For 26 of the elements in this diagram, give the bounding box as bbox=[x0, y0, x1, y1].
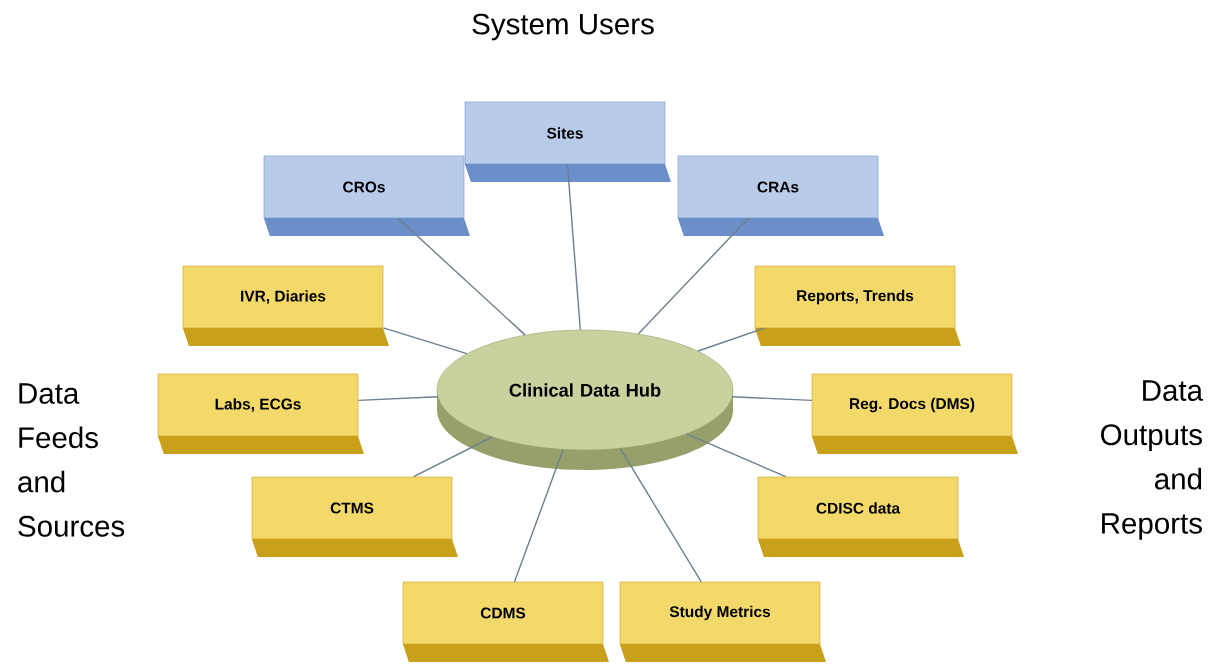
box: CRAs bbox=[677, 155, 884, 236]
connector-line bbox=[397, 217, 526, 336]
connector-line bbox=[413, 436, 493, 478]
box: CTMS bbox=[251, 476, 458, 557]
heading: System Users bbox=[472, 13, 654, 41]
connector-line bbox=[513, 448, 564, 583]
connector-line bbox=[566, 163, 582, 331]
box: Labs, ECGs bbox=[157, 373, 364, 454]
box: CDMS bbox=[402, 581, 609, 662]
side-label: Data Feeds and Sources bbox=[18, 383, 125, 537]
connector-line bbox=[731, 396, 813, 402]
connector-line bbox=[357, 396, 439, 402]
box: Reports, Trends bbox=[754, 265, 961, 346]
box: IVR, Diaries bbox=[182, 265, 389, 346]
connector-line bbox=[697, 327, 765, 352]
side-label: Data Outputs and Reports bbox=[1101, 380, 1204, 540]
box: Sites bbox=[464, 101, 671, 182]
box: Study Metrics bbox=[619, 581, 826, 662]
box: CDISC data bbox=[757, 476, 964, 557]
connector-line bbox=[685, 433, 787, 478]
hub-disc: Clinical Data Hub bbox=[436, 329, 734, 470]
connector-line bbox=[619, 447, 702, 583]
connector-line bbox=[382, 327, 468, 355]
box: CROs bbox=[263, 155, 470, 236]
box: Reg. Docs (DMS) bbox=[811, 373, 1018, 454]
connector-line bbox=[637, 217, 750, 335]
